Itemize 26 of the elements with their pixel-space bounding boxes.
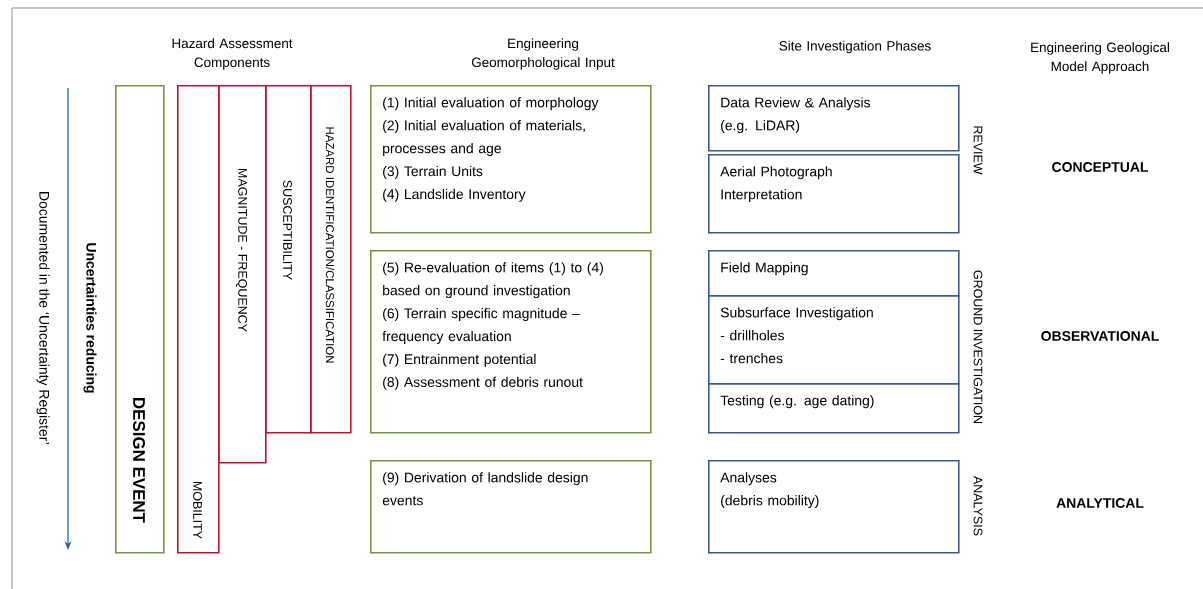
phase-box: Subsurface Investigation - drillholes - trenches bbox=[708, 295, 960, 385]
approach-label: ANALYTICAL bbox=[1056, 498, 1144, 508]
column-heading: Engineering Geomorphological Input bbox=[471, 38, 615, 70]
phase-label: GROUND INVESTIGATION bbox=[973, 270, 983, 424]
component-box: HAZARD IDENTIFICATION/CLASSIFICATION bbox=[310, 85, 352, 434]
phase-box: Data Review & Analysis (e.g. LiDAR) bbox=[708, 85, 960, 152]
column-heading: Engineering Geological Model Approach bbox=[1031, 42, 1169, 74]
input-box: (9) Derivation of landslide design events bbox=[370, 460, 652, 554]
phase-label: REVIEW bbox=[973, 126, 983, 175]
phase-box: Field Mapping bbox=[708, 250, 960, 297]
component-box: SUSCEPTIBILITY bbox=[265, 85, 312, 434]
phase-label: ANALYSIS bbox=[973, 476, 983, 536]
input-box: (1) Initial evaluation of morphology (2) Initial evaluation of materials, processes and age (3) Terrain Units (4) Landslide Inventory bbox=[370, 85, 652, 234]
approach-label: CONCEPTUAL bbox=[1052, 162, 1148, 172]
side-note: Documented in the ‘Uncertainty Register’ bbox=[36, 192, 50, 445]
design-event-box: DESIGN EVENT bbox=[115, 85, 165, 554]
phase-box: Testing (e.g. age dating) bbox=[708, 383, 960, 434]
approach-label: OBSERVATIONAL bbox=[1041, 331, 1159, 341]
component-box: MOBILITY bbox=[177, 85, 220, 554]
column-heading: Site Investigation Phases bbox=[779, 40, 931, 54]
column-heading: Hazard Assessment Components bbox=[172, 38, 293, 70]
phase-box: Aerial Photograph Interpretation bbox=[708, 154, 960, 234]
component-box: MAGNITUDE - FREQUENCY bbox=[218, 85, 267, 464]
input-box: (5) Re-evaluation of items (1) to (4) based on ground investigation (6) Terrain specific magnitude – frequency evaluation (7) Entrainment potential (8) Assessment of debris runout bbox=[370, 250, 652, 434]
side-note: Uncertainties reducing bbox=[83, 243, 97, 393]
phase-box: Analyses (debris mobility) bbox=[708, 460, 960, 554]
